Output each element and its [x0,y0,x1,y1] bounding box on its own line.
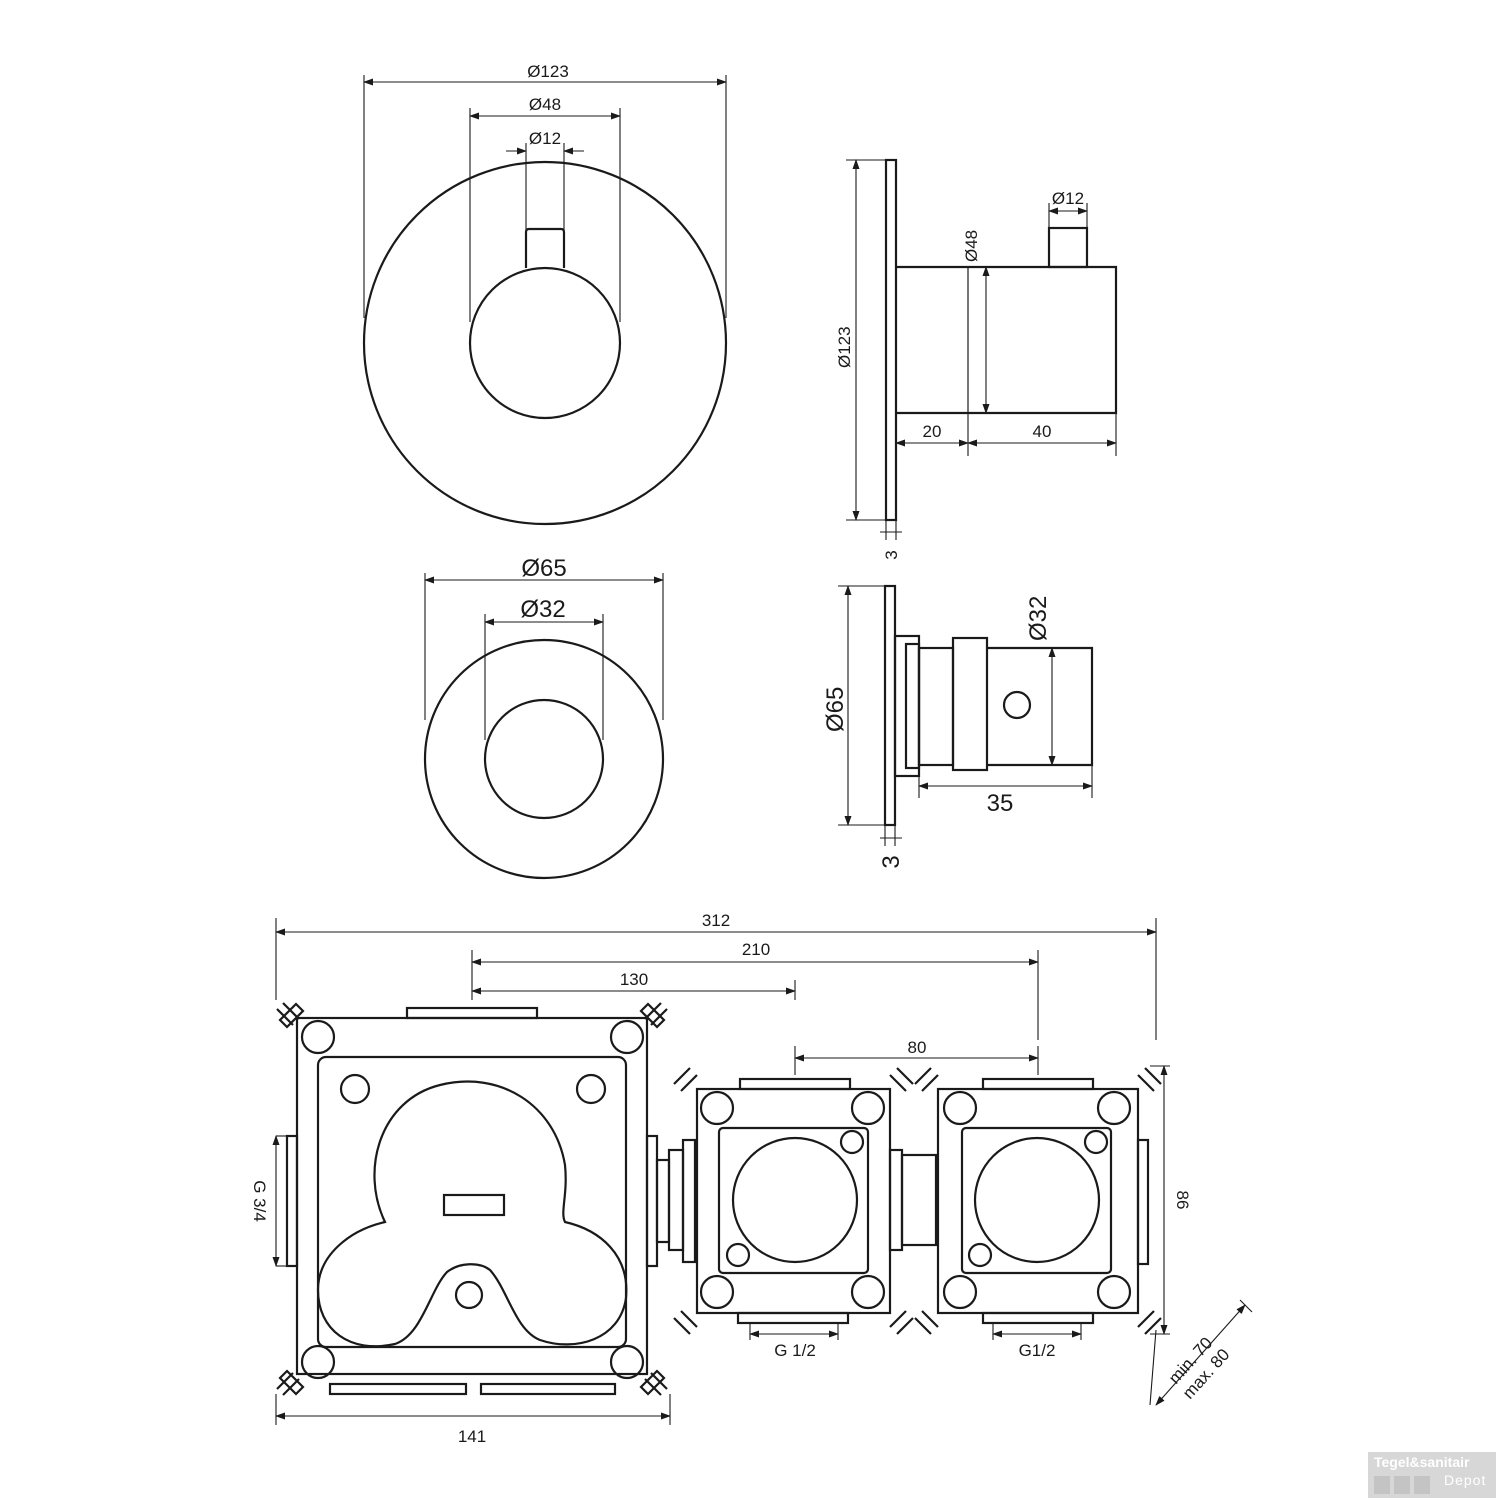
label-80: 80 [908,1038,927,1057]
front-view-small: Ø65 Ø32 [423,555,665,880]
small-box-2 [914,1067,1162,1335]
installation-box-assembly: 312 210 130 [250,911,1253,1446]
main-box [276,1002,668,1396]
front-view-large: Ø123 Ø48 Ø12 [362,62,728,526]
label-g12-mid: G 1/2 [774,1341,816,1360]
connector-1 [655,1138,697,1264]
small-plate [883,584,897,827]
label-210: 210 [742,940,770,959]
small-rosette-circle [423,638,665,880]
label-len-40: 40 [1033,422,1052,441]
label-130: 130 [620,970,648,989]
brand-sub: Depot [1444,1472,1487,1488]
brand-name: Tegel&sanitair [1374,1454,1470,1470]
label-d65: Ø65 [521,555,566,582]
lever-stub [524,227,566,268]
small-knob-circle [483,698,605,820]
set-screw-hole [1002,690,1032,720]
connector-2 [888,1148,938,1252]
label-side-d123: Ø123 [835,326,854,368]
side-view-small: Ø32 Ø65 35 3 [822,584,1094,869]
label-312: 312 [702,911,730,930]
label-141: 141 [458,1427,486,1446]
brand-logo: Tegel&sanitair Depot [1368,1452,1496,1498]
label-len-35: 35 [987,790,1014,817]
label-d12: Ø12 [529,129,561,148]
label-side-d12: Ø12 [1052,189,1084,208]
label-side-d32: Ø32 [1025,596,1052,641]
label-d48: Ø48 [529,95,561,114]
drop-icon [1374,1476,1390,1494]
label-d32: Ø32 [520,596,565,623]
lever-side [1047,226,1089,269]
handle-body [896,265,1118,415]
label-86: 86 [1173,1191,1192,1210]
label-d123: Ø123 [527,62,569,81]
handle-circle [468,266,622,420]
label-side-d65: Ø65 [822,687,849,732]
label-len-20: 20 [923,422,942,441]
valve-slot [442,1193,506,1217]
label-thick-3-top: 3 [882,550,901,559]
label-g12-right: G1/2 [1019,1341,1056,1360]
tile-icon [1394,1476,1410,1494]
label-g34: G 3/4 [250,1180,269,1222]
label-side-d48: Ø48 [962,230,981,262]
side-view-large: Ø12 Ø48 Ø123 20 40 3 [835,158,1118,560]
small-box-1 [673,1067,914,1335]
label-thick-3-mid: 3 [878,855,905,868]
tile-icon-2 [1414,1476,1430,1494]
valve-body-outline [316,1080,628,1348]
plate [884,158,898,522]
rosette-outer-circle [362,160,728,526]
